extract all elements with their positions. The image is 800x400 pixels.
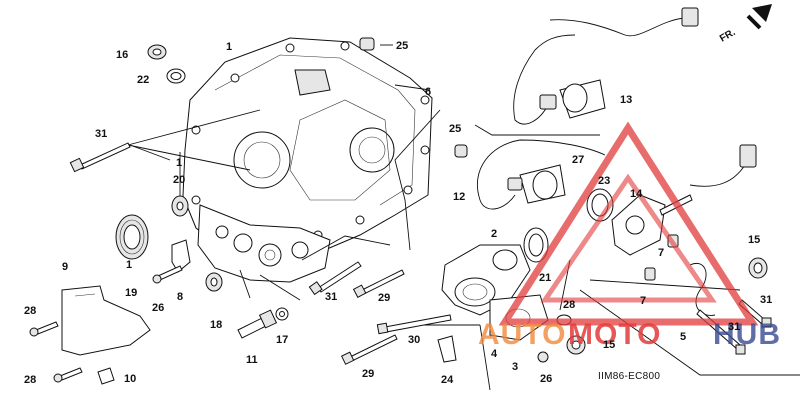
callout-10: 10 [124, 373, 136, 385]
washer-17 [275, 307, 289, 321]
callout-25: 25 [396, 40, 408, 52]
callout-5: 5 [680, 331, 686, 343]
bolt-28b [53, 367, 83, 383]
plug-15b [566, 335, 586, 355]
clamp-24 [437, 335, 457, 363]
callout-4: 4 [491, 348, 498, 360]
bolt-29 [352, 269, 405, 298]
callout-15b: 15 [603, 339, 615, 351]
seal-18 [205, 272, 223, 292]
collar-25b [454, 144, 468, 158]
callout-28c: 28 [563, 299, 575, 311]
callout-23: 23 [598, 175, 610, 187]
callout-1c: 1 [126, 259, 132, 271]
rear-case-cover [182, 37, 433, 259]
callout-15: 15 [748, 234, 760, 246]
callout-labels: 16 22 1 25 6 31 1 20 25 12 27 13 23 14 2… [24, 40, 772, 386]
callout-22: 22 [137, 74, 149, 86]
lower-housing [197, 204, 331, 283]
bolt-26b [537, 351, 549, 363]
callout-25b: 25 [449, 123, 461, 135]
callout-20: 20 [173, 174, 185, 186]
bolt-31-lower [308, 261, 362, 296]
callout-31c: 31 [728, 321, 740, 333]
clamp-8 [171, 239, 191, 273]
callout-13: 13 [620, 94, 632, 106]
callout-31d: 31 [325, 291, 337, 303]
callout-3: 3 [512, 361, 518, 373]
callout-1: 1 [226, 41, 232, 53]
callout-8: 8 [177, 291, 183, 303]
callout-14: 14 [630, 188, 643, 200]
diagram-code: IIM86-EC800 [598, 371, 660, 382]
callout-1b: 1 [176, 157, 182, 169]
watermark-text-auto: AUTO [478, 318, 566, 351]
callout-28b: 28 [24, 374, 36, 386]
callout-16: 16 [116, 49, 128, 61]
bolt-28 [29, 321, 59, 337]
harness-12 [476, 139, 606, 210]
callout-7: 7 [658, 247, 664, 259]
direction-label: FR. [718, 27, 738, 45]
connector-right [689, 144, 757, 187]
callout-27: 27 [572, 154, 584, 166]
callout-30: 30 [408, 334, 420, 346]
harness-13 [513, 7, 699, 125]
gasket-21 [523, 227, 549, 263]
callout-12: 12 [453, 191, 465, 203]
callout-21: 21 [539, 272, 551, 284]
plug-15 [748, 257, 768, 279]
callout-26b: 26 [540, 373, 552, 385]
bolt-30 [376, 314, 452, 335]
callout-31: 31 [95, 128, 107, 140]
bolt-26 [152, 265, 183, 284]
collar-25 [359, 37, 375, 51]
callout-26: 26 [152, 302, 164, 314]
housing-2 [441, 244, 531, 316]
callout-17: 17 [276, 334, 288, 346]
stay-9 [61, 285, 151, 356]
watermark-logo: AUTO MOTO HUB [478, 121, 781, 351]
callout-29: 29 [378, 292, 390, 304]
bearing-19 [115, 214, 149, 260]
callout-31b: 31 [760, 294, 772, 306]
o-ring-22 [166, 68, 186, 84]
callout-7b: 7 [640, 295, 646, 307]
watermark-text-moto: MOTO [568, 318, 661, 351]
callout-18: 18 [210, 319, 222, 331]
bearing-20 [171, 195, 189, 217]
oil-seal-16 [147, 44, 167, 60]
front-direction-arrow: FR. [718, 4, 772, 45]
bolt-31 [69, 142, 131, 173]
callout-28: 28 [24, 305, 36, 317]
pin-7b [644, 267, 656, 281]
sensor-11 [237, 309, 278, 339]
callout-6: 6 [425, 86, 431, 98]
callout-11: 11 [246, 354, 258, 366]
callout-29b: 29 [362, 368, 374, 380]
callout-2: 2 [491, 228, 497, 240]
callout-24: 24 [441, 374, 454, 386]
callout-9: 9 [62, 261, 68, 273]
clip-10 [97, 367, 115, 385]
watermark-text-hub: HUB [713, 318, 781, 351]
bolt-29b [340, 334, 398, 365]
callout-19: 19 [125, 287, 137, 299]
